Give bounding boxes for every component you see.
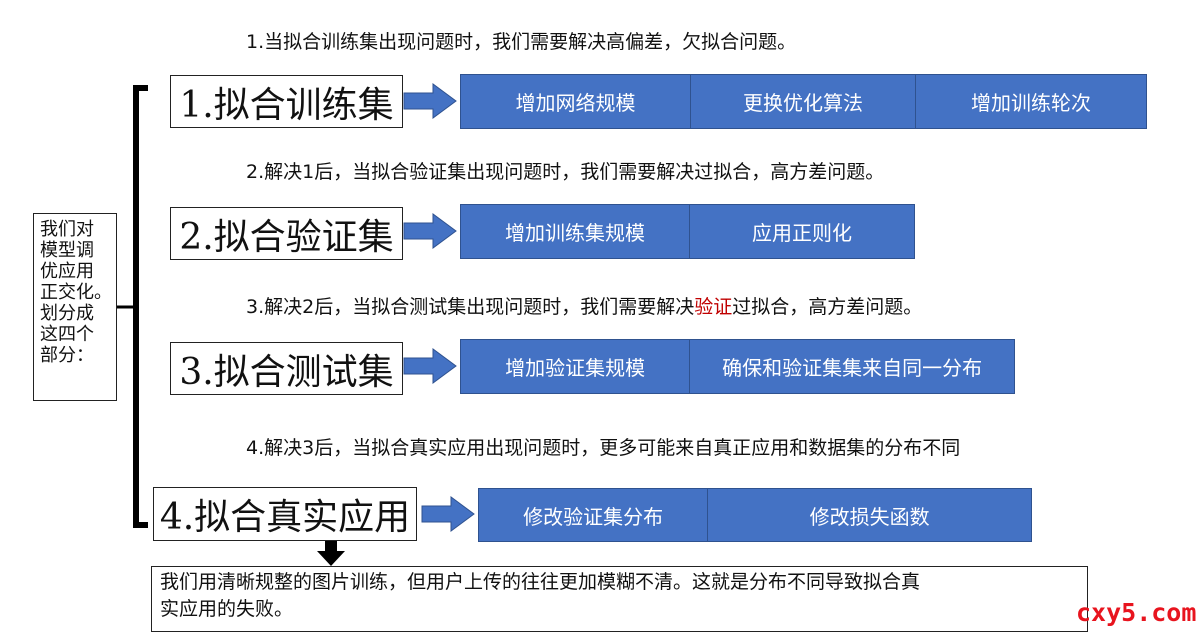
side-label-line: 模型调 xyxy=(40,240,94,261)
side-label-line: 优应用 xyxy=(40,261,94,282)
action-cell: 更换优化算法 xyxy=(691,75,916,128)
arrow-right-3 xyxy=(403,348,457,384)
bracket-line xyxy=(133,85,148,528)
stage-3-actions: 增加验证集规模 确保和验证集集来自同一分布 xyxy=(460,339,1015,394)
side-label-box: 我们对 模型调 优应用 正交化。 划分成 这四个 部分： xyxy=(33,213,117,401)
stage-1-box: 1.拟合训练集 xyxy=(170,75,403,128)
action-cell: 增加验证集规模 xyxy=(461,340,691,393)
action-cell: 增加网络规模 xyxy=(461,75,691,128)
stage-4-actions: 修改验证集分布 修改损失函数 xyxy=(478,488,1032,542)
stage-1-description: 1.当拟合训练集出现问题时，我们需要解决高偏差，欠拟合问题。 xyxy=(246,31,797,53)
desc-text: 过拟合，高方差问题。 xyxy=(732,296,923,318)
stage-3-description: 3.解决2后，当拟合测试集出现问题时，我们需要解决验证过拟合，高方差问题。 xyxy=(246,295,922,319)
stage-2-actions: 增加训练集规模 应用正则化 xyxy=(460,204,915,259)
arrow-right-2 xyxy=(403,213,457,249)
watermark: cxy5.com xyxy=(1076,598,1197,627)
action-cell: 增加训练集规模 xyxy=(461,205,690,258)
arrow-down xyxy=(317,541,345,566)
action-cell: 增加训练轮次 xyxy=(916,75,1146,128)
arrow-right-4 xyxy=(421,496,475,532)
stage-2-description: 2.解决1后，当拟合验证集出现问题时，我们需要解决过拟合，高方差问题。 xyxy=(246,161,885,183)
side-label-line: 这四个 xyxy=(40,324,94,345)
stage-3-box: 3.拟合测试集 xyxy=(170,342,403,395)
side-label-line: 正交化。 xyxy=(40,282,112,303)
stage-2-box: 2.拟合验证集 xyxy=(170,207,403,260)
side-label-line: 部分： xyxy=(40,345,94,366)
action-cell: 修改损失函数 xyxy=(708,489,1031,541)
side-label-line: 划分成 xyxy=(40,303,94,324)
stage-4-box: 4.拟合真实应用 xyxy=(153,487,417,541)
action-cell: 修改验证集分布 xyxy=(479,489,709,541)
explanation-note: 我们用清晰规整的图片训练，但用户上传的往往更加模糊不清。这就是分布不同导致拟合真… xyxy=(151,566,1088,632)
side-label-line: 我们对 xyxy=(40,219,94,240)
note-line: 实应用的失败。 xyxy=(160,598,294,620)
desc-highlight: 验证 xyxy=(694,296,733,318)
action-cell: 应用正则化 xyxy=(689,205,914,258)
stage-1-actions: 增加网络规模 更换优化算法 增加训练轮次 xyxy=(460,74,1147,129)
desc-text: 3.解决2后，当拟合测试集出现问题时，我们需要解决 xyxy=(246,296,695,318)
note-line: 我们用清晰规整的图片训练，但用户上传的往往更加模糊不清。这就是分布不同导致拟合真 xyxy=(160,571,921,593)
stage-4-description: 4.解决3后，当拟合真实应用出现问题时，更多可能来自真正应用和数据集的分布不同 xyxy=(246,437,961,459)
arrow-right-1 xyxy=(403,83,457,119)
action-cell: 确保和验证集集来自同一分布 xyxy=(690,340,1014,393)
